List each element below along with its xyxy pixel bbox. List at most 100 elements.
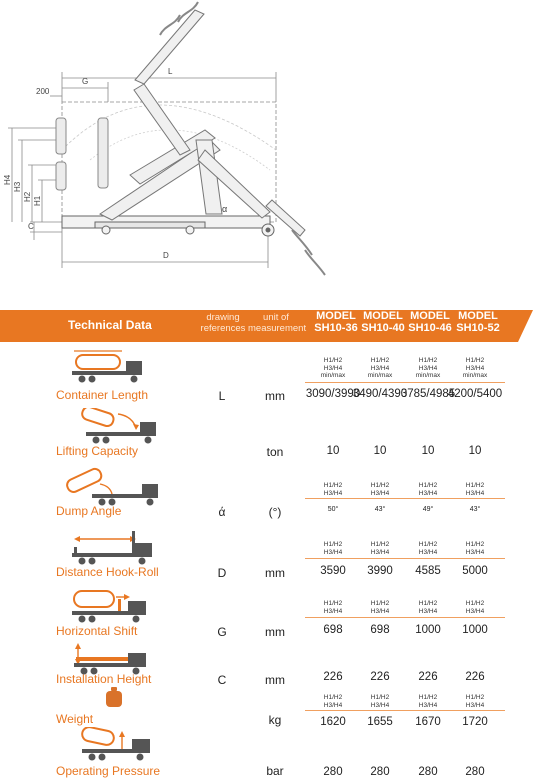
- value-weight-4: 1720: [462, 716, 488, 728]
- dim-label-alpha: α: [222, 204, 227, 214]
- value-lifting-capacity-1: 10: [326, 445, 340, 457]
- dim-label-200: 200: [36, 87, 50, 96]
- ref-container-length: L: [218, 389, 226, 403]
- value-horizontal-shift-3: 1000: [415, 624, 441, 636]
- unit-horizontal-shift: mm: [265, 625, 285, 639]
- value-dump-angle-2: 43°: [374, 506, 386, 513]
- value-operating-pressure-3: 280: [418, 766, 438, 778]
- container-length-icon: [72, 350, 142, 383]
- row-label-horizontal-shift: Horizontal Shift: [56, 624, 138, 638]
- row-divider: [305, 617, 505, 618]
- distance-hook-roll-icon: [72, 531, 152, 565]
- value-installation-height-3: 226: [418, 671, 438, 683]
- dim-label-h2: H2: [23, 191, 32, 202]
- value-distance-hook-roll-2: 3990: [367, 565, 393, 577]
- value-dump-angle-1: 50°: [327, 506, 339, 513]
- value-container-length-4: 4200/5400: [447, 388, 503, 400]
- row-label-operating-pressure: Operating Pressure: [56, 764, 161, 778]
- hooklift-technical-drawing: L G D C 200 α H4 H3 H2 H1: [3, 1, 326, 276]
- unit-of-measurement-header: unit of measurement: [248, 312, 307, 334]
- value-operating-pressure-4: 280: [465, 766, 485, 778]
- value-horizontal-shift-2: 698: [370, 624, 390, 636]
- unit-operating-pressure: bar: [266, 764, 284, 778]
- dump-angle-icon: [66, 467, 158, 506]
- ref-distance-hook-roll: D: [217, 566, 227, 580]
- row-label-distance-hook-roll: Distance Hook-Roll: [56, 565, 159, 579]
- value-container-length-1: 3090/3990: [305, 388, 361, 400]
- dim-label-d: D: [163, 251, 169, 260]
- ref-installation-height: C: [217, 673, 227, 687]
- installation-height-icon: [74, 643, 146, 675]
- value-distance-hook-roll-1: 3590: [320, 565, 346, 577]
- operating-pressure-icon: [81, 727, 150, 761]
- lifting-capacity-icon: [81, 408, 156, 444]
- unit-dump-angle: (°): [268, 505, 282, 519]
- value-container-length-3: 3785/4985: [400, 388, 456, 400]
- value-weight-3: 1670: [415, 716, 441, 728]
- row-label-dump-angle: Dump Angle: [56, 504, 122, 518]
- row-label-weight: Weight: [56, 712, 94, 726]
- horizontal-shift-icon: [72, 590, 146, 623]
- value-installation-height-2: 226: [370, 671, 390, 683]
- dim-label-h3: H3: [13, 181, 22, 192]
- weight-icon: [106, 687, 122, 707]
- unit-lifting-capacity: ton: [266, 445, 284, 459]
- table-header-bar: [0, 310, 533, 342]
- dim-label-h4: H4: [3, 174, 12, 185]
- value-weight-1: 1620: [320, 716, 346, 728]
- unit-weight: kg: [268, 713, 282, 727]
- value-weight-2: 1655: [367, 716, 393, 728]
- unit-installation-height: mm: [265, 673, 285, 687]
- drawing-references-header: drawing references: [200, 312, 246, 334]
- value-dump-angle-3: 49°: [422, 506, 434, 513]
- value-operating-pressure-2: 280: [370, 766, 390, 778]
- table-title: Technical Data: [68, 318, 152, 332]
- value-dump-angle-4: 43°: [469, 506, 481, 513]
- row-divider: [305, 382, 505, 383]
- dim-label-g: G: [82, 77, 88, 86]
- value-lifting-capacity-4: 10: [468, 445, 482, 457]
- value-lifting-capacity-3: 10: [421, 445, 435, 457]
- value-installation-height-1: 226: [323, 671, 343, 683]
- value-horizontal-shift-4: 1000: [462, 624, 488, 636]
- value-lifting-capacity-2: 10: [373, 445, 387, 457]
- row-label-installation-height: Installation Height: [56, 672, 152, 686]
- value-container-length-2: 3490/4390: [352, 388, 408, 400]
- value-operating-pressure-1: 280: [323, 766, 343, 778]
- value-distance-hook-roll-4: 5000: [462, 565, 488, 577]
- unit-container-length: mm: [265, 389, 285, 403]
- unit-distance-hook-roll: mm: [265, 566, 285, 580]
- row-label-lifting-capacity: Lifting Capacity: [56, 444, 139, 458]
- dim-label-c: C: [28, 222, 34, 231]
- row-divider: [305, 498, 505, 499]
- ref-dump-angle: ά: [218, 505, 226, 519]
- value-installation-height-4: 226: [465, 671, 485, 683]
- row-divider: [305, 558, 505, 559]
- value-horizontal-shift-1: 698: [323, 624, 343, 636]
- row-divider: [305, 710, 505, 711]
- dim-label-h1: H1: [33, 195, 42, 206]
- value-distance-hook-roll-3: 4585: [415, 565, 441, 577]
- ref-horizontal-shift: G: [217, 625, 227, 639]
